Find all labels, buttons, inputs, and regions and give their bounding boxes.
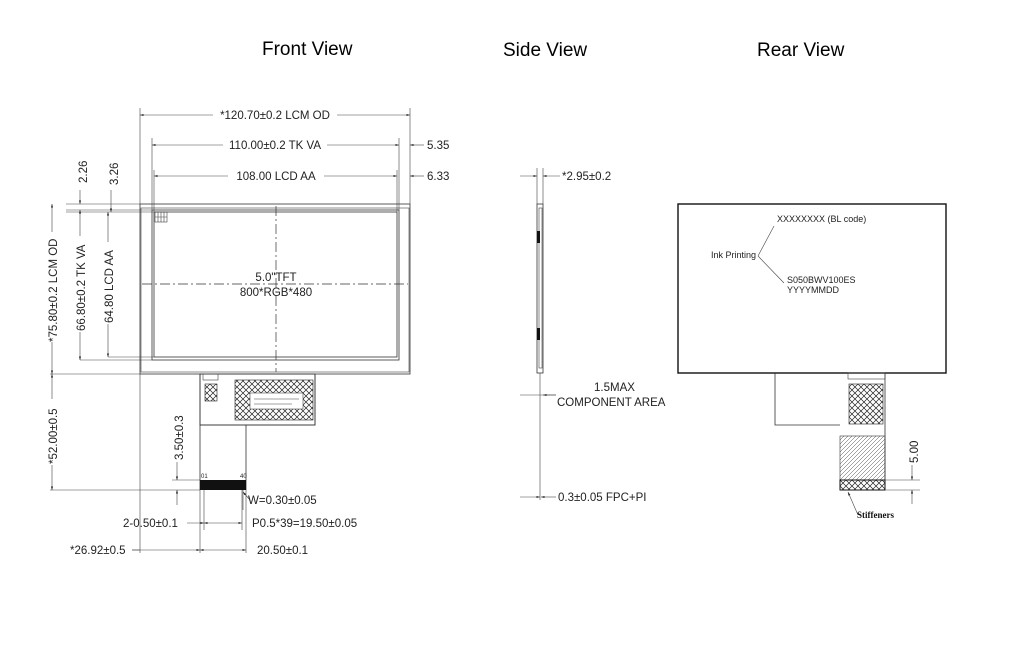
stiffeners-label: Stiffeners bbox=[857, 510, 894, 520]
dim-tk-va-height: 66.80±0.2 TK VA bbox=[76, 244, 88, 331]
component-max-label: 1.5MAX bbox=[594, 382, 635, 394]
dim-lcm-od-height: *75.80±0.2 LCM OD bbox=[48, 239, 60, 342]
dim-fpc-height: *52.00±0.5 bbox=[48, 408, 60, 464]
bl-code-label: XXXXXXXX (BL code) bbox=[777, 214, 866, 224]
rear-view-title: Rear View bbox=[757, 40, 845, 61]
dim-pitch: P0.5*39=19.50±0.05 bbox=[252, 518, 357, 530]
dim-tk-va-width: 110.00±0.2 TK VA bbox=[229, 140, 321, 152]
rear-view: XXXXXXXX (BL code) Ink Printing S050BWV1… bbox=[677, 203, 947, 520]
tk-va-rect bbox=[151, 209, 400, 361]
panel-size-label: 5.0"TFT bbox=[255, 272, 296, 284]
lcm-inner-outline bbox=[140, 207, 410, 373]
dim-2050: 2-0.50±0.1 bbox=[123, 518, 178, 530]
pin-40: 40 bbox=[240, 474, 247, 480]
dim-right-535: 5.35 bbox=[427, 140, 449, 152]
dim-right-633: 6.33 bbox=[427, 171, 449, 183]
dim-350: 3.50±0.3 bbox=[174, 415, 186, 460]
lcd-aa-rect bbox=[153, 211, 398, 358]
dim-stiffener-500: 5.00 bbox=[909, 441, 921, 463]
front-view-title: Front View bbox=[262, 39, 353, 60]
dim-2692: *26.92±0.5 bbox=[70, 545, 126, 557]
front-view: 5.0"TFT 800*RGB*480 *120.70±0.2 LCM OD 1… bbox=[45, 108, 449, 557]
dim-fpc-pi: 0.3±0.05 FPC+PI bbox=[558, 492, 646, 504]
dim-w: W=0.30±0.05 bbox=[248, 495, 317, 507]
rear-body bbox=[677, 203, 947, 374]
resolution-label: 800*RGB*480 bbox=[240, 287, 312, 299]
component-area-label: COMPONENT AREA bbox=[557, 397, 666, 409]
dim-top-326: 3.26 bbox=[109, 163, 121, 185]
dim-lcm-od-width: *120.70±0.2 LCM OD bbox=[220, 110, 330, 122]
date-code: YYYYMMDD bbox=[787, 285, 840, 295]
front-fpc: 01 40 bbox=[199, 373, 316, 490]
fpc-contacts bbox=[200, 480, 246, 490]
dim-lcd-aa-width: 108.00 LCD AA bbox=[236, 171, 316, 183]
side-view: *2.95±0.2 1.5MAX COMPONENT AREA 0.3±0.05… bbox=[520, 168, 666, 504]
dim-lcd-aa-height: 64.80 LCD AA bbox=[104, 250, 116, 323]
pin-01: 01 bbox=[201, 474, 208, 480]
side-view-title: Side View bbox=[503, 40, 587, 61]
ink-printing-label: Ink Printing bbox=[711, 250, 756, 260]
dim-side-thickness: *2.95±0.2 bbox=[562, 171, 611, 183]
dim-top-226: 2.26 bbox=[78, 161, 90, 183]
model-number: S050BWV100ES bbox=[787, 275, 856, 285]
dim-2050-bottom: 20.50±0.1 bbox=[257, 545, 308, 557]
